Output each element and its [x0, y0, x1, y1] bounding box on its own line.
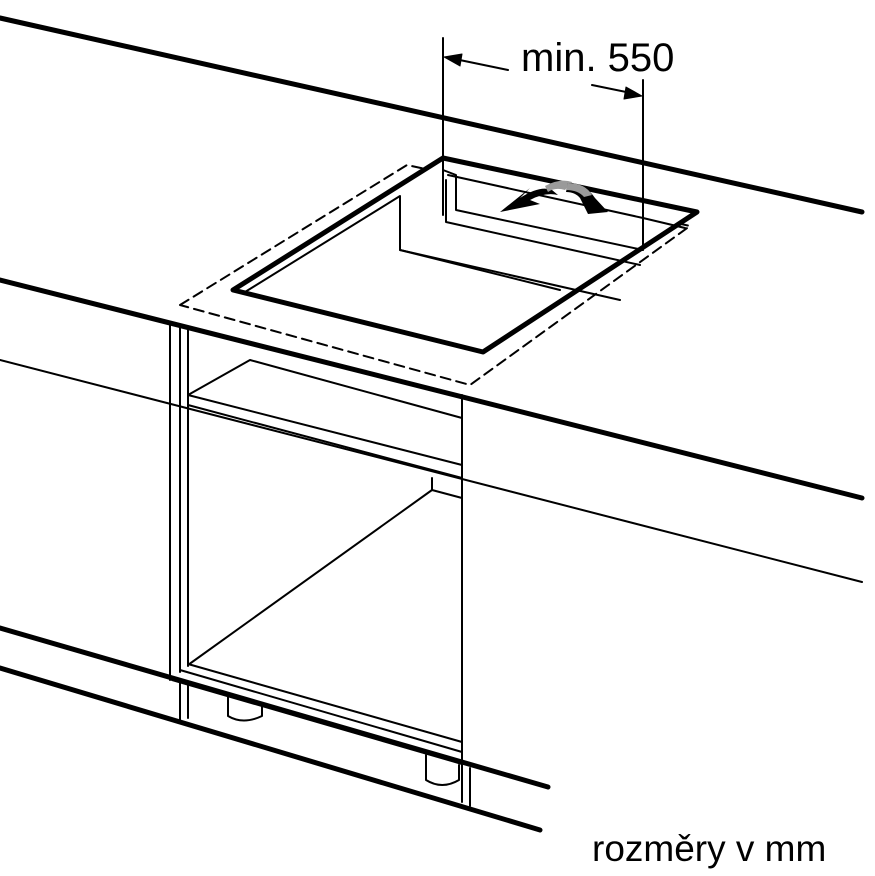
cabinet-top-rail-lower [187, 404, 463, 479]
hob-outline-dashed [179, 164, 691, 386]
cabinet-back-bottom-edge [187, 489, 433, 666]
worktop-front-bottom-edge [0, 359, 863, 583]
cabinet-foot-left [227, 694, 263, 722]
worktop-back-edge [0, 15, 865, 215]
cabinet-foot-right [425, 754, 460, 786]
cabinet-base-line [171, 679, 463, 765]
airflow-shade-right [566, 183, 592, 197]
cabinet-floor-front-inner [187, 663, 463, 743]
plinth-top-line [0, 625, 551, 790]
cabinet-top-rail [187, 394, 463, 466]
units-note: rozměry v mm [592, 828, 827, 869]
arrowhead-right [623, 86, 643, 100]
dimension-label: min. 550 [521, 36, 675, 80]
worktop-cutout [230, 155, 700, 355]
cabinet-inner-top [187, 359, 463, 419]
cabinet-floor-front [179, 669, 463, 753]
cutout-back-lip [442, 169, 644, 251]
arrowhead-left [443, 53, 463, 67]
cabinet-back-corner [431, 477, 463, 499]
worktop-front-top-edge [0, 277, 865, 501]
plinth-bottom-line [0, 665, 543, 833]
cutout-floor-line [399, 249, 561, 291]
cutout-inner-wall [244, 195, 621, 301]
cutout-back-lip-inner [445, 179, 641, 266]
airflow-shade-left [545, 180, 572, 192]
airflow-arrow-icon [500, 188, 558, 212]
